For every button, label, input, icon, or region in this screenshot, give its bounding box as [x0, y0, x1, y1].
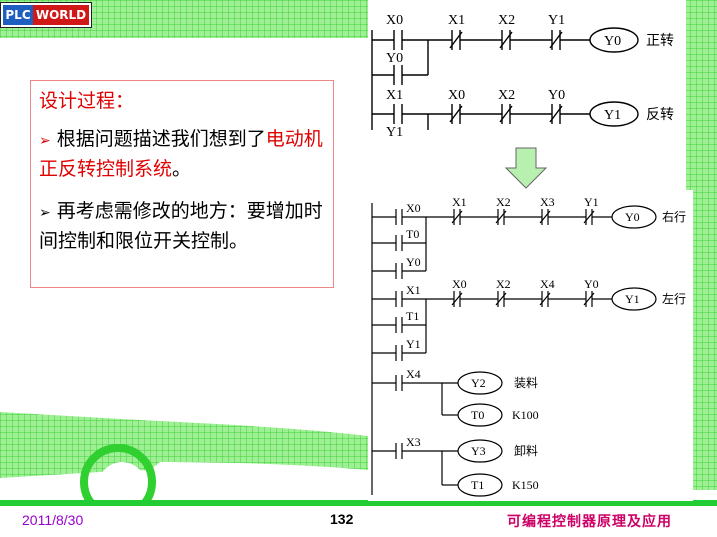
design-process-title: 设计过程： — [39, 90, 135, 112]
down-arrow-icon — [504, 147, 548, 189]
ladder-diagram-bottom: X0 X1 X2 X3 Y1 T0 Y0 Y0 右行 X1 X0 X2 X4 Y… — [368, 193, 693, 501]
timer-preset-label: K100 — [512, 408, 539, 422]
plc-world-logo: PLC WORLD — [0, 2, 92, 28]
contact-label: X3 — [540, 195, 555, 209]
contact-label: Y0 — [386, 51, 403, 66]
para2-text: 再考虑需修改的地方：要增加时间控制和限位开关控制。 — [39, 200, 323, 252]
timer-label: T0 — [471, 408, 484, 422]
coil-label: Y1 — [604, 108, 621, 123]
contact-label: X2 — [496, 277, 511, 291]
contact-label: X0 — [448, 88, 465, 103]
coil-label: Y2 — [471, 376, 486, 390]
bullet-paragraph-2: ➢ 再考虑需修改的地方：要增加时间控制和限位开关控制。 — [39, 197, 331, 255]
contact-label: X2 — [498, 13, 515, 28]
ladder-diagram-top: X0 X1 X2 Y1 Y0 Y0 正转 X1 X0 X2 Y0 Y1 Y1 反… — [368, 0, 686, 151]
contact-label: X2 — [496, 195, 511, 209]
bullet-paragraph-1: ➢ 根据问题描述我们想到了电动机正反转控制系统。 — [39, 125, 331, 183]
contact-label: T0 — [406, 227, 419, 241]
ladder-bottom-svg: X0 X1 X2 X3 Y1 T0 Y0 Y0 右行 X1 X0 X2 X4 Y… — [371, 195, 686, 497]
contact-label: Y1 — [548, 13, 565, 28]
contact-label: X4 — [540, 277, 555, 291]
coil-function-label: 卸料 — [514, 443, 538, 458]
bullet-arrow-icon: ➢ — [39, 133, 51, 149]
contact-label: X1 — [406, 283, 421, 297]
contact-label: Y0 — [406, 255, 421, 269]
contact-label: Y0 — [584, 277, 599, 291]
footer-date: 2011/8/30 — [22, 512, 84, 528]
ladder-top-svg: X0 X1 X2 Y1 Y0 Y0 正转 X1 X0 X2 Y0 Y1 Y1 反… — [371, 13, 674, 151]
page-number: 132 — [330, 511, 354, 527]
contact-label: X0 — [452, 277, 467, 291]
contact-label: T1 — [406, 309, 419, 323]
rung-function-label: 正转 — [646, 33, 674, 49]
contact-label: X0 — [406, 201, 421, 215]
rung-function-label: 反转 — [646, 107, 674, 123]
logo-plc-text: PLC — [3, 5, 33, 25]
para1-text: 根据问题描述我们想到了 — [56, 128, 266, 150]
para1-end: 。 — [172, 158, 192, 180]
design-process-box: 设计过程： ➢ 根据问题描述我们想到了电动机正反转控制系统。 ➢ 再考虑需修改的… — [30, 80, 334, 288]
coil-label: Y3 — [471, 444, 486, 458]
logo-world-text: WORLD — [33, 5, 89, 25]
contact-label: X1 — [386, 88, 403, 103]
contact-label: X1 — [452, 195, 467, 209]
contact-label: X3 — [406, 435, 421, 449]
contact-label: Y0 — [548, 88, 565, 103]
timer-label: T1 — [471, 478, 484, 492]
contact-label: Y1 — [584, 195, 599, 209]
contact-label: X0 — [386, 13, 403, 28]
coil-function-label: 装料 — [514, 376, 538, 390]
contact-label: X4 — [406, 367, 421, 381]
bullet-arrow-icon: ➢ — [39, 205, 51, 221]
rung-function-label: 左行 — [662, 291, 686, 306]
para1-highlight: 电动机正反转控制系统 — [39, 128, 323, 180]
rung-function-label: 右行 — [662, 209, 686, 224]
course-title: 可编程控制器原理及应用 — [507, 514, 672, 530]
coil-label: Y1 — [625, 292, 640, 306]
contact-label: X1 — [448, 13, 465, 28]
contact-label: Y1 — [406, 337, 421, 351]
contact-label: X2 — [498, 88, 515, 103]
contact-label: Y1 — [386, 125, 403, 136]
timer-preset-label: K150 — [512, 478, 539, 492]
coil-label: Y0 — [604, 34, 621, 49]
coil-label: Y0 — [625, 210, 640, 224]
